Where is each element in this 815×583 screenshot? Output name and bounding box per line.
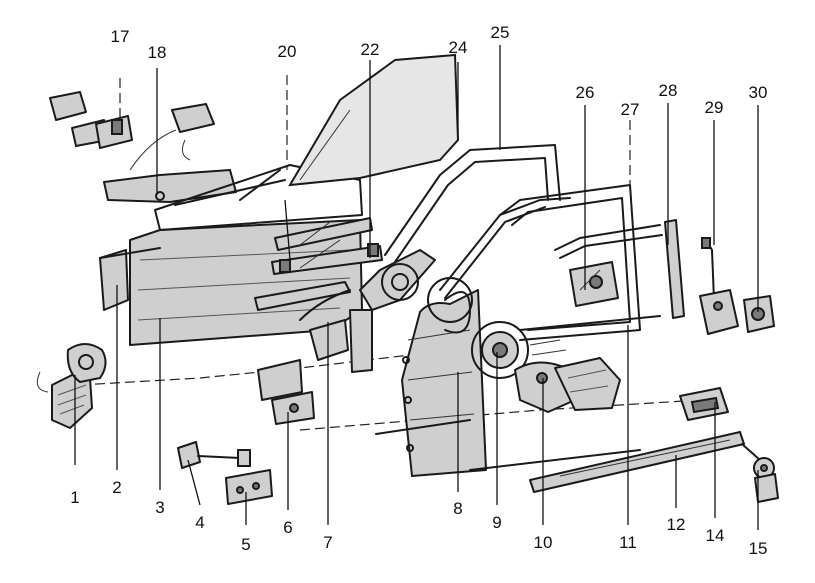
callout-6: 6 <box>283 518 292 537</box>
part-lower-hinge <box>257 359 315 425</box>
callout-5: 5 <box>241 535 250 554</box>
callout-2: 2 <box>112 478 121 497</box>
part-window-motor <box>36 343 107 429</box>
part-s-bracket-rings <box>427 277 473 334</box>
part-lock-mechanism <box>569 261 619 307</box>
part-door-inner-frame <box>154 164 363 231</box>
part-inner-handle <box>514 357 621 413</box>
callout-9: 9 <box>492 513 501 532</box>
callout-15: 15 <box>749 539 768 558</box>
callout-7: 7 <box>323 533 332 552</box>
part-lower-door-trim <box>469 339 641 471</box>
leader-lines <box>74 45 759 530</box>
callout-27: 27 <box>621 100 640 119</box>
part-glass-run-channel <box>384 144 561 263</box>
part-door-sash <box>499 184 663 341</box>
part-latch-rod <box>699 237 739 335</box>
callout-11: 11 <box>619 533 637 552</box>
part-cross-arm <box>254 281 351 361</box>
part-upper-hinge <box>225 469 273 505</box>
part-door-check <box>177 441 251 469</box>
callout-24: 24 <box>449 38 468 57</box>
part-outer-handle <box>679 387 729 421</box>
part-door-shell <box>375 197 571 477</box>
callout-20: 20 <box>278 42 297 61</box>
part-regulator-rail <box>271 217 383 275</box>
callout-12: 12 <box>667 515 686 534</box>
part-regulator-arm <box>349 249 436 373</box>
callout-labels: 1 2 3 4 5 6 7 8 9 10 11 12 14 15 17 18 2… <box>70 23 767 558</box>
callout-25: 25 <box>491 23 510 42</box>
part-door-glass <box>288 53 460 187</box>
callout-8: 8 <box>453 499 462 518</box>
part-speaker <box>471 321 529 379</box>
callout-18: 18 <box>148 43 167 62</box>
part-lock-cylinder <box>741 443 779 503</box>
callout-10: 10 <box>534 533 553 552</box>
callout-26: 26 <box>576 83 595 102</box>
part-weatherstrip <box>664 219 685 319</box>
callout-3: 3 <box>155 498 164 517</box>
part-switch-group <box>49 91 133 149</box>
part-trim-strip <box>99 249 129 311</box>
callout-4: 4 <box>195 513 204 532</box>
callout-1: 1 <box>70 488 79 507</box>
part-sill-strip <box>529 431 745 493</box>
callout-30: 30 <box>749 83 768 102</box>
callout-22: 22 <box>361 40 380 59</box>
callout-17: 17 <box>111 27 130 46</box>
callout-28: 28 <box>659 81 678 100</box>
callout-14: 14 <box>706 526 725 545</box>
part-door-latch <box>743 295 775 333</box>
callout-29: 29 <box>705 98 724 117</box>
